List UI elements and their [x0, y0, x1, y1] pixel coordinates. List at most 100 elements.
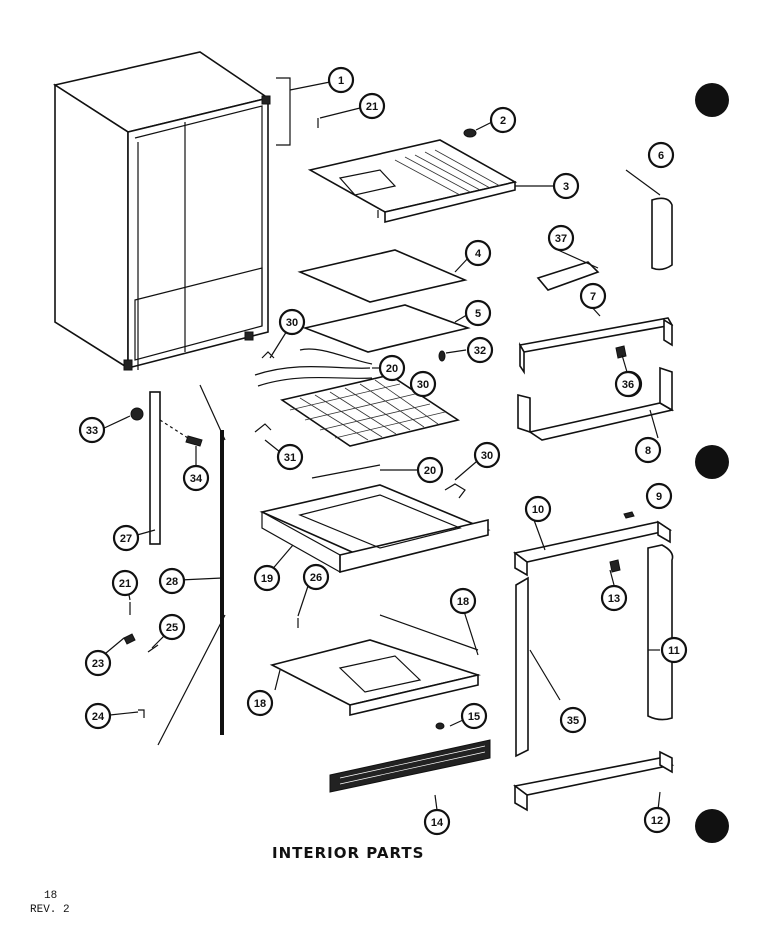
strip-part-27 [149, 391, 161, 545]
callout-c28: 28 [158, 567, 186, 595]
callout-c24: 24 [84, 702, 112, 730]
callout-c20a: 20 [378, 354, 406, 382]
shelf-frame-part-8 [517, 366, 675, 441]
callout-circle [253, 564, 281, 592]
callout-label: 2 [500, 115, 506, 127]
callout-c11: 11 [660, 636, 688, 664]
callout-label: 15 [468, 711, 480, 723]
diagram-title: INTERIOR PARTS [272, 844, 424, 862]
clip-part-30-c [444, 483, 466, 499]
callout-c14: 14 [423, 808, 451, 836]
callout-group: 1234567891011121314151818192020212123242… [78, 66, 688, 836]
clip-part-15 [435, 722, 445, 730]
binder-hole-top [695, 83, 729, 117]
screw-part-32 [438, 350, 446, 362]
callout-c33: 33 [78, 416, 106, 444]
clip-part-31 [254, 423, 272, 433]
callout-circle [449, 587, 477, 615]
trim-part-11 [647, 544, 674, 721]
callout-label: 37 [555, 233, 567, 245]
clip-part-9 [623, 511, 635, 519]
callout-c20b: 20 [416, 456, 444, 484]
callout-label: 30 [417, 379, 429, 391]
callout-circle [473, 441, 501, 469]
callout-circle [464, 239, 492, 267]
callout-label: 32 [474, 345, 486, 357]
callout-label: 18 [457, 596, 469, 608]
callout-c26: 26 [302, 563, 330, 591]
callout-c34: 34 [182, 464, 210, 492]
callout-c19: 19 [253, 564, 281, 592]
callout-circle [246, 689, 274, 717]
callout-circle [489, 106, 517, 134]
callout-circle [614, 370, 642, 398]
callout-circle [645, 482, 673, 510]
callout-circle [78, 416, 106, 444]
clip-part-30-a [261, 351, 275, 359]
callout-label: 25 [166, 622, 178, 634]
callout-c35: 35 [559, 706, 587, 734]
callout-circle [327, 66, 355, 94]
pin-part-25 [147, 644, 159, 653]
shelf-part-12 [513, 750, 675, 812]
callout-label: 12 [651, 815, 663, 827]
callout-label: 10 [532, 504, 544, 516]
callout-c8: 8 [634, 436, 662, 464]
bracket-part-37 [536, 261, 600, 291]
callout-circle [302, 563, 330, 591]
callout-label: 28 [166, 576, 178, 588]
callout-label: 9 [656, 491, 662, 503]
callout-label: 33 [86, 425, 98, 437]
tray-part-19 [259, 484, 491, 574]
callout-label: 3 [563, 181, 569, 193]
revision-label: REV. 2 [30, 904, 70, 916]
callout-c30b: 30 [409, 370, 437, 398]
evaporator-coil [254, 348, 460, 447]
callout-circle [84, 702, 112, 730]
callout-label: 14 [431, 817, 444, 829]
bumper-part-33 [130, 407, 144, 421]
callout-c9: 9 [645, 482, 673, 510]
callout-label: 21 [119, 578, 131, 590]
callout-c7: 7 [579, 282, 607, 310]
callout-c37: 37 [547, 224, 575, 252]
trim-part-35 [515, 576, 529, 758]
callout-c36b: 36 [614, 370, 642, 398]
callout-circle [409, 370, 437, 398]
callout-c32: 32 [466, 336, 494, 364]
callout-c15: 15 [460, 702, 488, 730]
callout-c1: 1 [327, 66, 355, 94]
callout-label: 23 [92, 658, 104, 670]
panel-part-5 [302, 304, 471, 353]
callout-label: 27 [120, 533, 132, 545]
callout-circle [647, 141, 675, 169]
callout-label: 36 [622, 379, 634, 391]
cabinet-shell [52, 51, 271, 371]
callout-label: 11 [668, 645, 680, 657]
callout-circle [278, 308, 306, 336]
callout-label: 5 [475, 308, 481, 320]
heater-tube-part-20 [311, 464, 381, 479]
callout-label: 26 [310, 572, 322, 584]
callout-c30a: 30 [278, 308, 306, 336]
callout-circle [660, 636, 688, 664]
callout-circle [182, 464, 210, 492]
callout-label: 7 [590, 291, 596, 303]
callout-label: 1 [338, 75, 344, 87]
callout-label: 21 [366, 101, 378, 113]
callout-circle [600, 584, 628, 612]
callout-circle [634, 436, 662, 464]
callout-circle [460, 702, 488, 730]
callout-label: 31 [284, 452, 296, 464]
callout-circle [579, 282, 607, 310]
callout-circle [466, 336, 494, 364]
callout-c4: 4 [464, 239, 492, 267]
callout-c18: 18 [246, 689, 274, 717]
callout-circle [559, 706, 587, 734]
callout-label: 35 [567, 715, 579, 727]
callout-label: 34 [190, 473, 203, 485]
clip-part-13 [609, 559, 621, 573]
callout-label: 19 [261, 573, 273, 585]
callout-label: 13 [608, 593, 620, 605]
callout-label: 20 [424, 465, 436, 477]
